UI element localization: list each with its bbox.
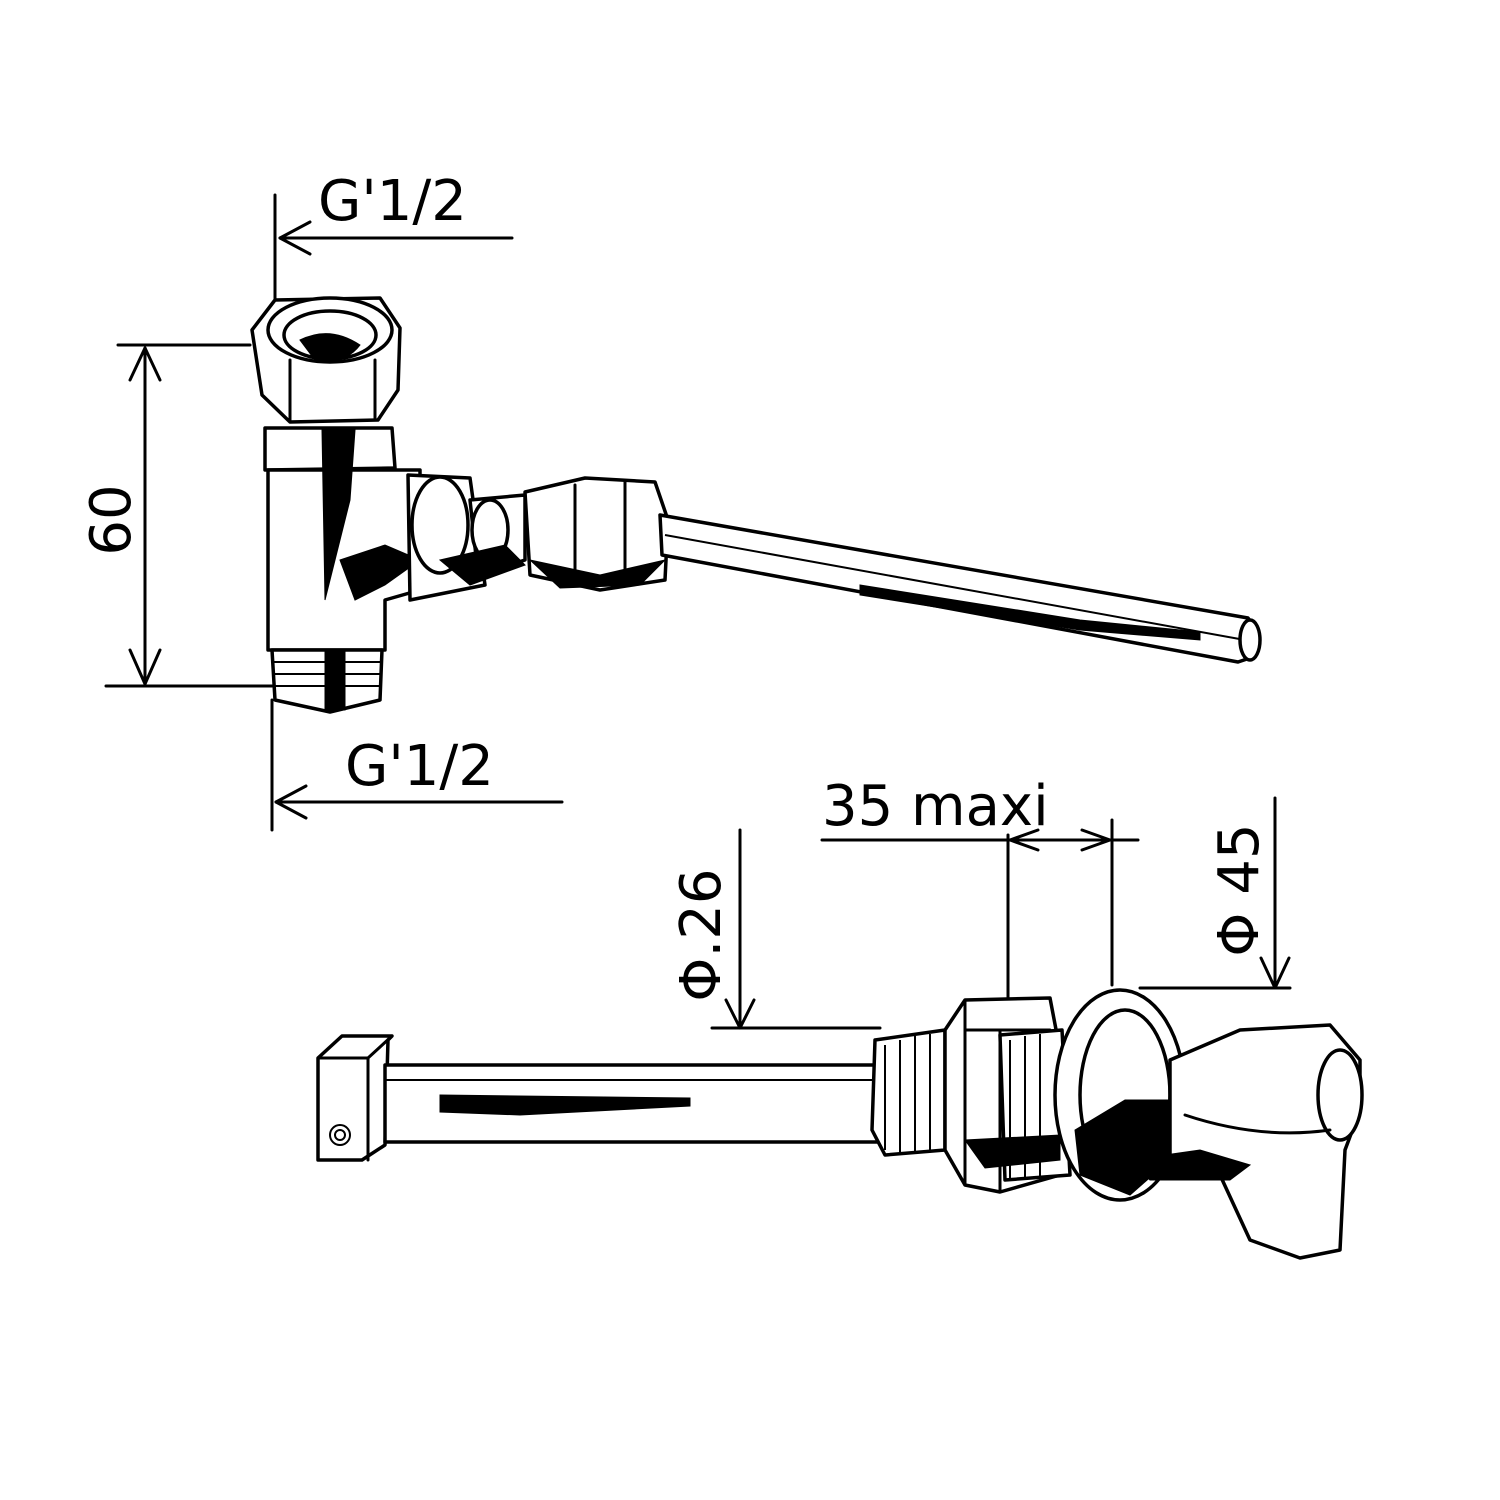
label-diameter-large: Φ 45 bbox=[1207, 823, 1272, 956]
dim-max-thickness: 35 maxi bbox=[820, 774, 1140, 1000]
label-diameter-small: Φ.26 bbox=[669, 868, 734, 1001]
label-thread-top: G'1/2 bbox=[318, 169, 467, 234]
dim-thread-bottom: G'1/2 bbox=[270, 698, 564, 832]
label-max-thickness: 35 maxi bbox=[822, 774, 1049, 839]
label-thread-bottom: G'1/2 bbox=[345, 734, 494, 799]
dim-diameter-large: Φ 45 bbox=[1138, 796, 1292, 990]
label-height: 60 bbox=[79, 484, 144, 555]
dim-thread-top: G'1/2 bbox=[273, 169, 514, 302]
push-button-assembly bbox=[316, 988, 1364, 1260]
dim-height: 60 bbox=[79, 343, 274, 688]
dim-diameter-small: Φ.26 bbox=[669, 828, 882, 1030]
tee-valve-assembly bbox=[250, 296, 1262, 714]
